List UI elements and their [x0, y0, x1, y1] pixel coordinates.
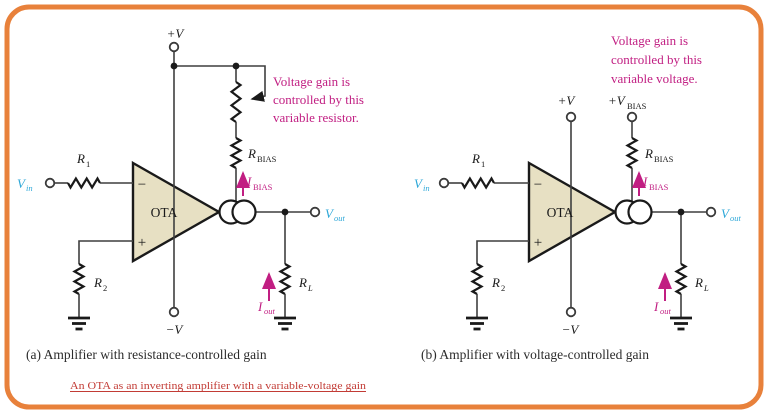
vminus-terminal — [168, 306, 180, 318]
inverting-input-sign: − — [534, 177, 542, 193]
annotation-variable-voltage: Voltage gain is controlled by this varia… — [611, 33, 702, 86]
vout-label: V — [325, 206, 335, 221]
rbias-label: R — [644, 146, 653, 161]
ibias-sub: BIAS — [649, 182, 669, 192]
vbias-terminal — [626, 111, 638, 123]
junction-dot — [677, 208, 685, 216]
r2-sub: 2 — [103, 283, 107, 293]
pot-wiper-wire — [174, 65, 266, 102]
junction-dot — [281, 208, 289, 216]
vminus-label: −V — [562, 322, 581, 337]
r2-label: R — [491, 275, 500, 290]
r1-resistor — [461, 176, 495, 190]
rl-resistor — [278, 263, 292, 295]
vminus-terminal — [565, 306, 577, 318]
figure-border — [4, 4, 764, 410]
rl-sub: L — [307, 283, 313, 293]
annotation-line: Voltage gain is — [273, 74, 350, 89]
footer-link[interactable]: An OTA as an inverting amplifier with a … — [70, 381, 367, 392]
r2-resistor — [72, 263, 86, 295]
vplus-label: +V — [167, 26, 186, 41]
rbias-sub: BIAS — [654, 154, 674, 164]
ground-symbol — [274, 316, 296, 331]
r2-resistor — [470, 263, 484, 295]
ota-label: OTA — [547, 205, 574, 220]
wire — [78, 240, 133, 264]
r1-label: R — [76, 151, 85, 166]
r1-label: R — [471, 151, 480, 166]
annotation-variable-resistor: Voltage gain is controlled by this varia… — [273, 74, 364, 125]
wire — [476, 240, 529, 264]
rl-label: R — [298, 275, 307, 290]
vplus-terminal — [168, 41, 180, 53]
r2-label: R — [93, 275, 102, 290]
vbias-sub: BIAS — [627, 101, 647, 111]
r1-sub: 1 — [86, 159, 90, 169]
iout-sub: out — [660, 306, 672, 316]
ground-symbol — [68, 316, 90, 331]
iout-label: I — [257, 299, 263, 314]
caption-a: (a) Amplifier with resistance-controlled… — [26, 347, 267, 362]
annotation-line: Voltage gain is — [611, 33, 688, 48]
vout-sub: out — [334, 213, 346, 223]
ibias-label: I — [642, 174, 648, 189]
rbias-resistor — [229, 137, 243, 169]
r1-sub: 1 — [481, 159, 485, 169]
rl-sub: L — [703, 283, 709, 293]
vin-terminal — [438, 177, 450, 189]
annotation-line: controlled by this — [273, 92, 364, 107]
rl-resistor — [674, 263, 688, 295]
vout-sub: out — [730, 213, 742, 223]
junction-dot — [232, 62, 240, 70]
iout-sub: out — [264, 306, 276, 316]
rbias-label: R — [247, 146, 256, 161]
ibias-sub: BIAS — [253, 182, 273, 192]
vin-label: V — [414, 176, 424, 191]
vin-sub: in — [423, 183, 430, 193]
vplus-terminal — [565, 111, 577, 123]
rbias-sub: BIAS — [257, 154, 277, 164]
junction-dot — [170, 62, 178, 70]
circuit-a: +V −V V in R 1 R 2 R BIAS I BIAS OTA − +… — [17, 26, 364, 362]
iout-label: I — [653, 299, 659, 314]
ground-symbol — [466, 316, 488, 331]
caption-b: (b) Amplifier with voltage-controlled ga… — [421, 347, 649, 362]
r1-resistor — [67, 176, 101, 190]
ota-triangle — [131, 160, 222, 264]
r2-sub: 2 — [501, 283, 505, 293]
vplus-label: +V — [558, 93, 577, 108]
vin-label: V — [17, 176, 27, 191]
ibias-label: I — [246, 174, 252, 189]
ground-symbol — [670, 316, 692, 331]
annotation-line: variable resistor. — [273, 110, 359, 125]
rbias-resistor — [625, 137, 639, 169]
annotation-line: controlled by this — [611, 52, 702, 67]
vin-sub: in — [26, 183, 33, 193]
inverting-input-sign: − — [138, 177, 146, 193]
current-source-circle — [231, 199, 257, 225]
vminus-label: −V — [166, 322, 185, 337]
noninverting-input-sign: + — [138, 235, 146, 251]
vout-terminal — [309, 206, 321, 218]
current-source-circle — [627, 199, 653, 225]
vbias-label: +V — [608, 93, 627, 108]
vin-terminal — [44, 177, 56, 189]
ota-triangle — [527, 160, 618, 264]
variable-resistor — [229, 81, 243, 123]
vout-label: V — [721, 206, 731, 221]
annotation-line: variable voltage. — [611, 71, 698, 86]
rl-label: R — [694, 275, 703, 290]
footer-link-text[interactable]: An OTA as an inverting amplifier with a … — [70, 381, 367, 392]
vout-terminal — [705, 206, 717, 218]
ota-label: OTA — [151, 205, 178, 220]
circuit-b: +V +V BIAS −V V in R 1 R 2 R BIAS I BIAS… — [414, 33, 742, 362]
noninverting-input-sign: + — [534, 235, 542, 251]
